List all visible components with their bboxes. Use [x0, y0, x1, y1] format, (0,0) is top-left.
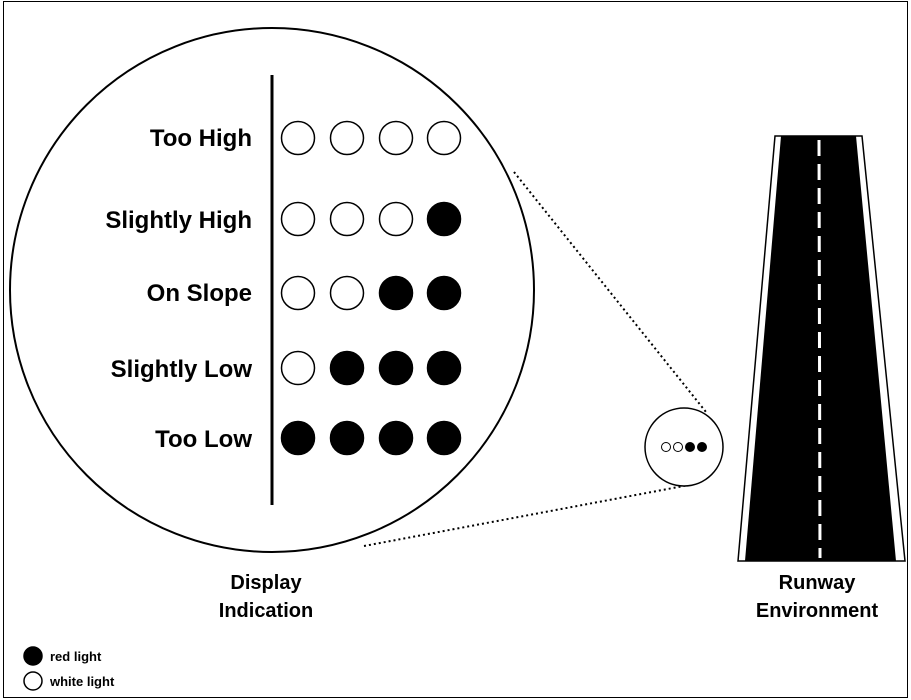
red-light-indicator	[280, 420, 316, 456]
white-light-indicator	[280, 201, 316, 237]
zoom-line-lower	[363, 484, 690, 547]
display-caption-line1: Display	[230, 572, 302, 594]
red-light-indicator	[426, 201, 462, 237]
red-light-indicator	[378, 275, 414, 311]
white-light-indicator	[426, 120, 462, 156]
white-light-indicator	[280, 275, 316, 311]
small-red-light	[685, 442, 695, 452]
row-label-slightly-high: Slightly High	[105, 207, 252, 234]
white-light-indicator	[280, 350, 316, 386]
row-label-too-low: Too Low	[155, 426, 252, 453]
red-light-indicator	[329, 420, 365, 456]
runway-caption-line1: Runway	[779, 572, 857, 594]
runway-surface	[745, 136, 896, 561]
small-white-light	[661, 442, 671, 452]
small-white-light	[673, 442, 683, 452]
runway-centerline	[817, 139, 822, 559]
indicator-lights-group	[280, 120, 462, 456]
white-light-indicator	[378, 201, 414, 237]
red-light-indicator	[378, 420, 414, 456]
zoom-line-upper	[513, 171, 707, 413]
white-light-indicator	[329, 201, 365, 237]
legend-white-light-label: white light	[49, 674, 115, 689]
row-label-on-slope: On Slope	[147, 280, 252, 307]
display-caption-line2: Indication	[219, 600, 313, 622]
red-light-indicator	[426, 275, 462, 311]
runway-caption-line2: Environment	[756, 600, 879, 622]
row-label-too-high: Too High	[150, 125, 252, 152]
small-indicator-lights-group	[661, 442, 707, 452]
small-indicator-circle	[644, 407, 724, 487]
red-light-indicator	[378, 350, 414, 386]
white-light-indicator	[378, 120, 414, 156]
row-label-slightly-low: Slightly Low	[111, 356, 253, 383]
legend-red-light-symbol	[23, 646, 43, 666]
legend-red-light-label: red light	[50, 649, 102, 664]
red-light-indicator	[329, 350, 365, 386]
white-light-indicator	[329, 275, 365, 311]
white-light-indicator	[329, 120, 365, 156]
red-light-indicator	[426, 350, 462, 386]
small-red-light	[697, 442, 707, 452]
legend-white-light-symbol	[23, 671, 43, 691]
red-light-indicator	[426, 420, 462, 456]
white-light-indicator	[280, 120, 316, 156]
figure-frame	[3, 1, 908, 698]
